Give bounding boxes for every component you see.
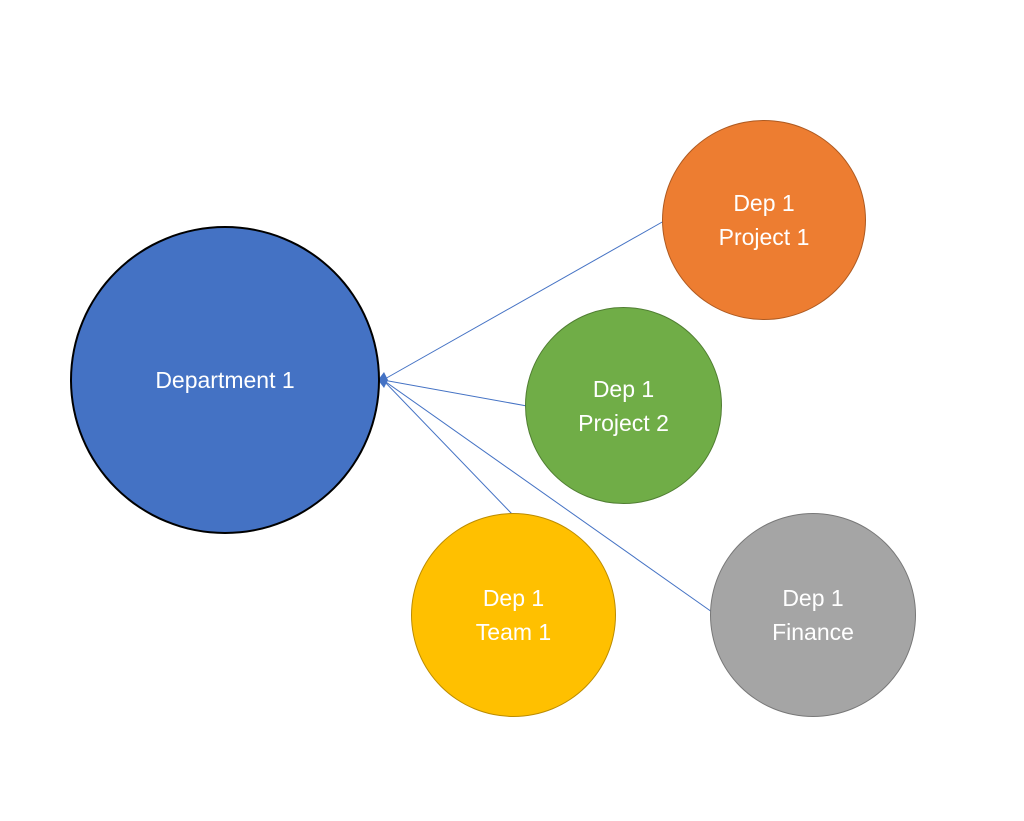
project2-node[interactable]: Dep 1 Project 2 (525, 307, 722, 504)
connector-project2 (382, 379, 528, 407)
team1-node[interactable]: Dep 1 Team 1 (411, 513, 616, 717)
project1-label-line1: Dep 1 (733, 190, 795, 216)
project1-node[interactable]: Dep 1 Project 1 (662, 120, 866, 320)
finance-node[interactable]: Dep 1 Finance (710, 513, 916, 717)
connector-arrowhead (378, 372, 388, 388)
connector-finance (382, 379, 713, 613)
connector-team1 (382, 379, 513, 515)
finance-label-line2: Finance (772, 619, 854, 645)
team1-label-line2: Team 1 (475, 619, 552, 645)
department-node[interactable]: Department 1 (70, 226, 380, 534)
finance-label-line1: Dep 1 (782, 585, 844, 611)
project2-label-line1: Dep 1 (592, 375, 655, 402)
project1-label-line2: Project 1 (718, 224, 810, 250)
team1-label-line1: Dep 1 (482, 585, 545, 611)
project2-label-line2: Project 2 (578, 409, 669, 436)
connector-project1 (382, 220, 665, 381)
department-label: Department 1 (155, 367, 295, 393)
